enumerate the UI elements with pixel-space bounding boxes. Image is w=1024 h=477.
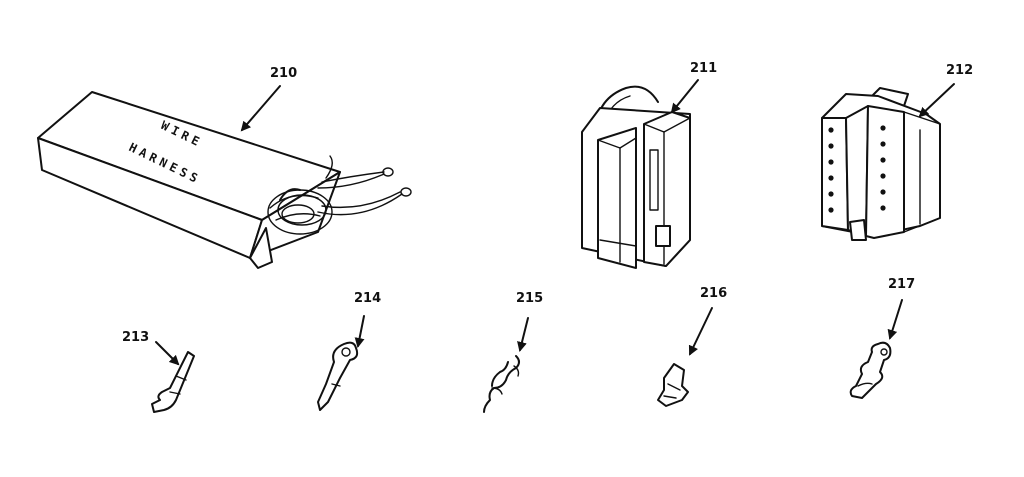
connector-housing-212 <box>821 87 941 241</box>
part-number-214: 214 <box>354 291 381 306</box>
arrow-211 <box>670 79 699 114</box>
arrow-214 <box>354 315 365 348</box>
coiled-wire <box>267 188 333 235</box>
arrow-210 <box>240 85 281 132</box>
part-number-210: 210 <box>270 66 297 81</box>
arrow-212 <box>918 83 955 118</box>
terminal-214 <box>317 341 359 411</box>
part-number-labels: 210 211 212 213 214 215 216 217 <box>122 61 973 345</box>
terminal-216 <box>657 363 689 407</box>
wire-harness-box: WIRE HARNESS <box>37 91 412 269</box>
terminal-213 <box>151 351 195 413</box>
arrow-215 <box>517 317 529 352</box>
leader-arrows <box>155 79 955 366</box>
pin-holes-right <box>880 125 886 211</box>
pin-holes-left <box>828 127 834 213</box>
part-number-213: 213 <box>122 330 149 345</box>
arrow-216 <box>688 307 713 356</box>
part-number-212: 212 <box>946 63 973 78</box>
arrow-213 <box>155 341 180 366</box>
arrow-217 <box>887 299 903 340</box>
part-number-215: 215 <box>516 291 543 306</box>
terminal-217 <box>849 341 892 399</box>
part-number-211: 211 <box>690 61 717 76</box>
connector-housing-211 <box>581 85 691 269</box>
terminal-215 <box>483 355 520 413</box>
part-number-216: 216 <box>700 286 727 301</box>
part-number-217: 217 <box>888 277 915 292</box>
